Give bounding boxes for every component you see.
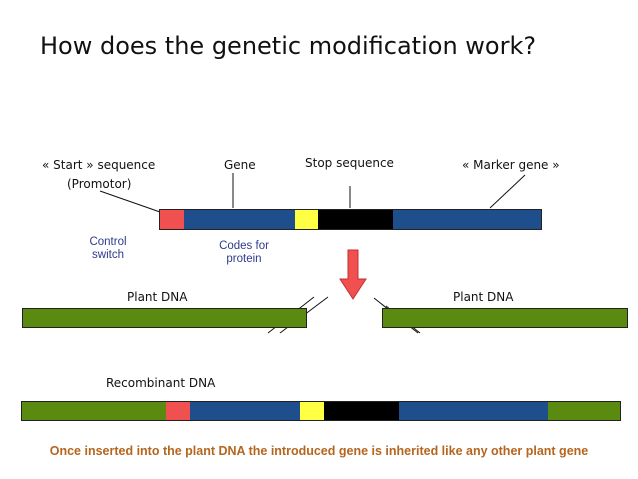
promoter-segment: [160, 210, 184, 229]
control-switch-label: Control switch: [78, 236, 138, 262]
recombinant-plant-dna-left: [22, 402, 166, 420]
promotor-label: (Promotor): [67, 177, 132, 191]
recombinant-plant-dna-right: [548, 402, 620, 420]
plant-dna-right-label: Plant DNA: [453, 290, 514, 304]
recombinant-yellow-segment: [300, 402, 324, 420]
gene-label: Gene: [224, 158, 256, 172]
plant-dna-right-bar: [382, 308, 628, 328]
recombinant-dna-bar: [21, 401, 621, 421]
codes-for-protein-label: Codes for protein: [206, 240, 282, 266]
yellow-segment: [295, 210, 318, 229]
recombinant-marker-gene-segment: [399, 402, 548, 420]
codes-for-line1: Codes for: [219, 240, 269, 252]
marker-gene-segment: [393, 210, 541, 229]
footer-caption: Once inserted into the plant DNA the int…: [49, 444, 589, 458]
control-switch-line1: Control: [89, 236, 127, 248]
codes-for-line2: protein: [226, 253, 262, 265]
stop-segment: [318, 210, 393, 229]
marker-gene-label: « Marker gene »: [462, 158, 560, 172]
start-sequence-label: « Start » sequence: [42, 158, 156, 172]
gene-segment: [184, 210, 295, 229]
plant-dna-left-bar: [22, 308, 307, 328]
promotor-pointer-line: [99, 190, 161, 213]
recombinant-dna-label: Recombinant DNA: [106, 376, 216, 390]
plant-dna-left-label: Plant DNA: [127, 290, 188, 304]
page-title: How does the genetic modification work?: [40, 32, 537, 60]
control-switch-line2: switch: [92, 249, 124, 261]
stop-sequence-label: Stop sequence: [305, 156, 394, 170]
recombinant-gene-segment: [190, 402, 300, 420]
recombinant-stop-segment: [324, 402, 399, 420]
gene-construct-bar: [159, 209, 542, 230]
marker-pointer-line: [489, 174, 526, 209]
down-arrow-icon: [339, 249, 367, 300]
recombinant-promoter-segment: [166, 402, 190, 420]
